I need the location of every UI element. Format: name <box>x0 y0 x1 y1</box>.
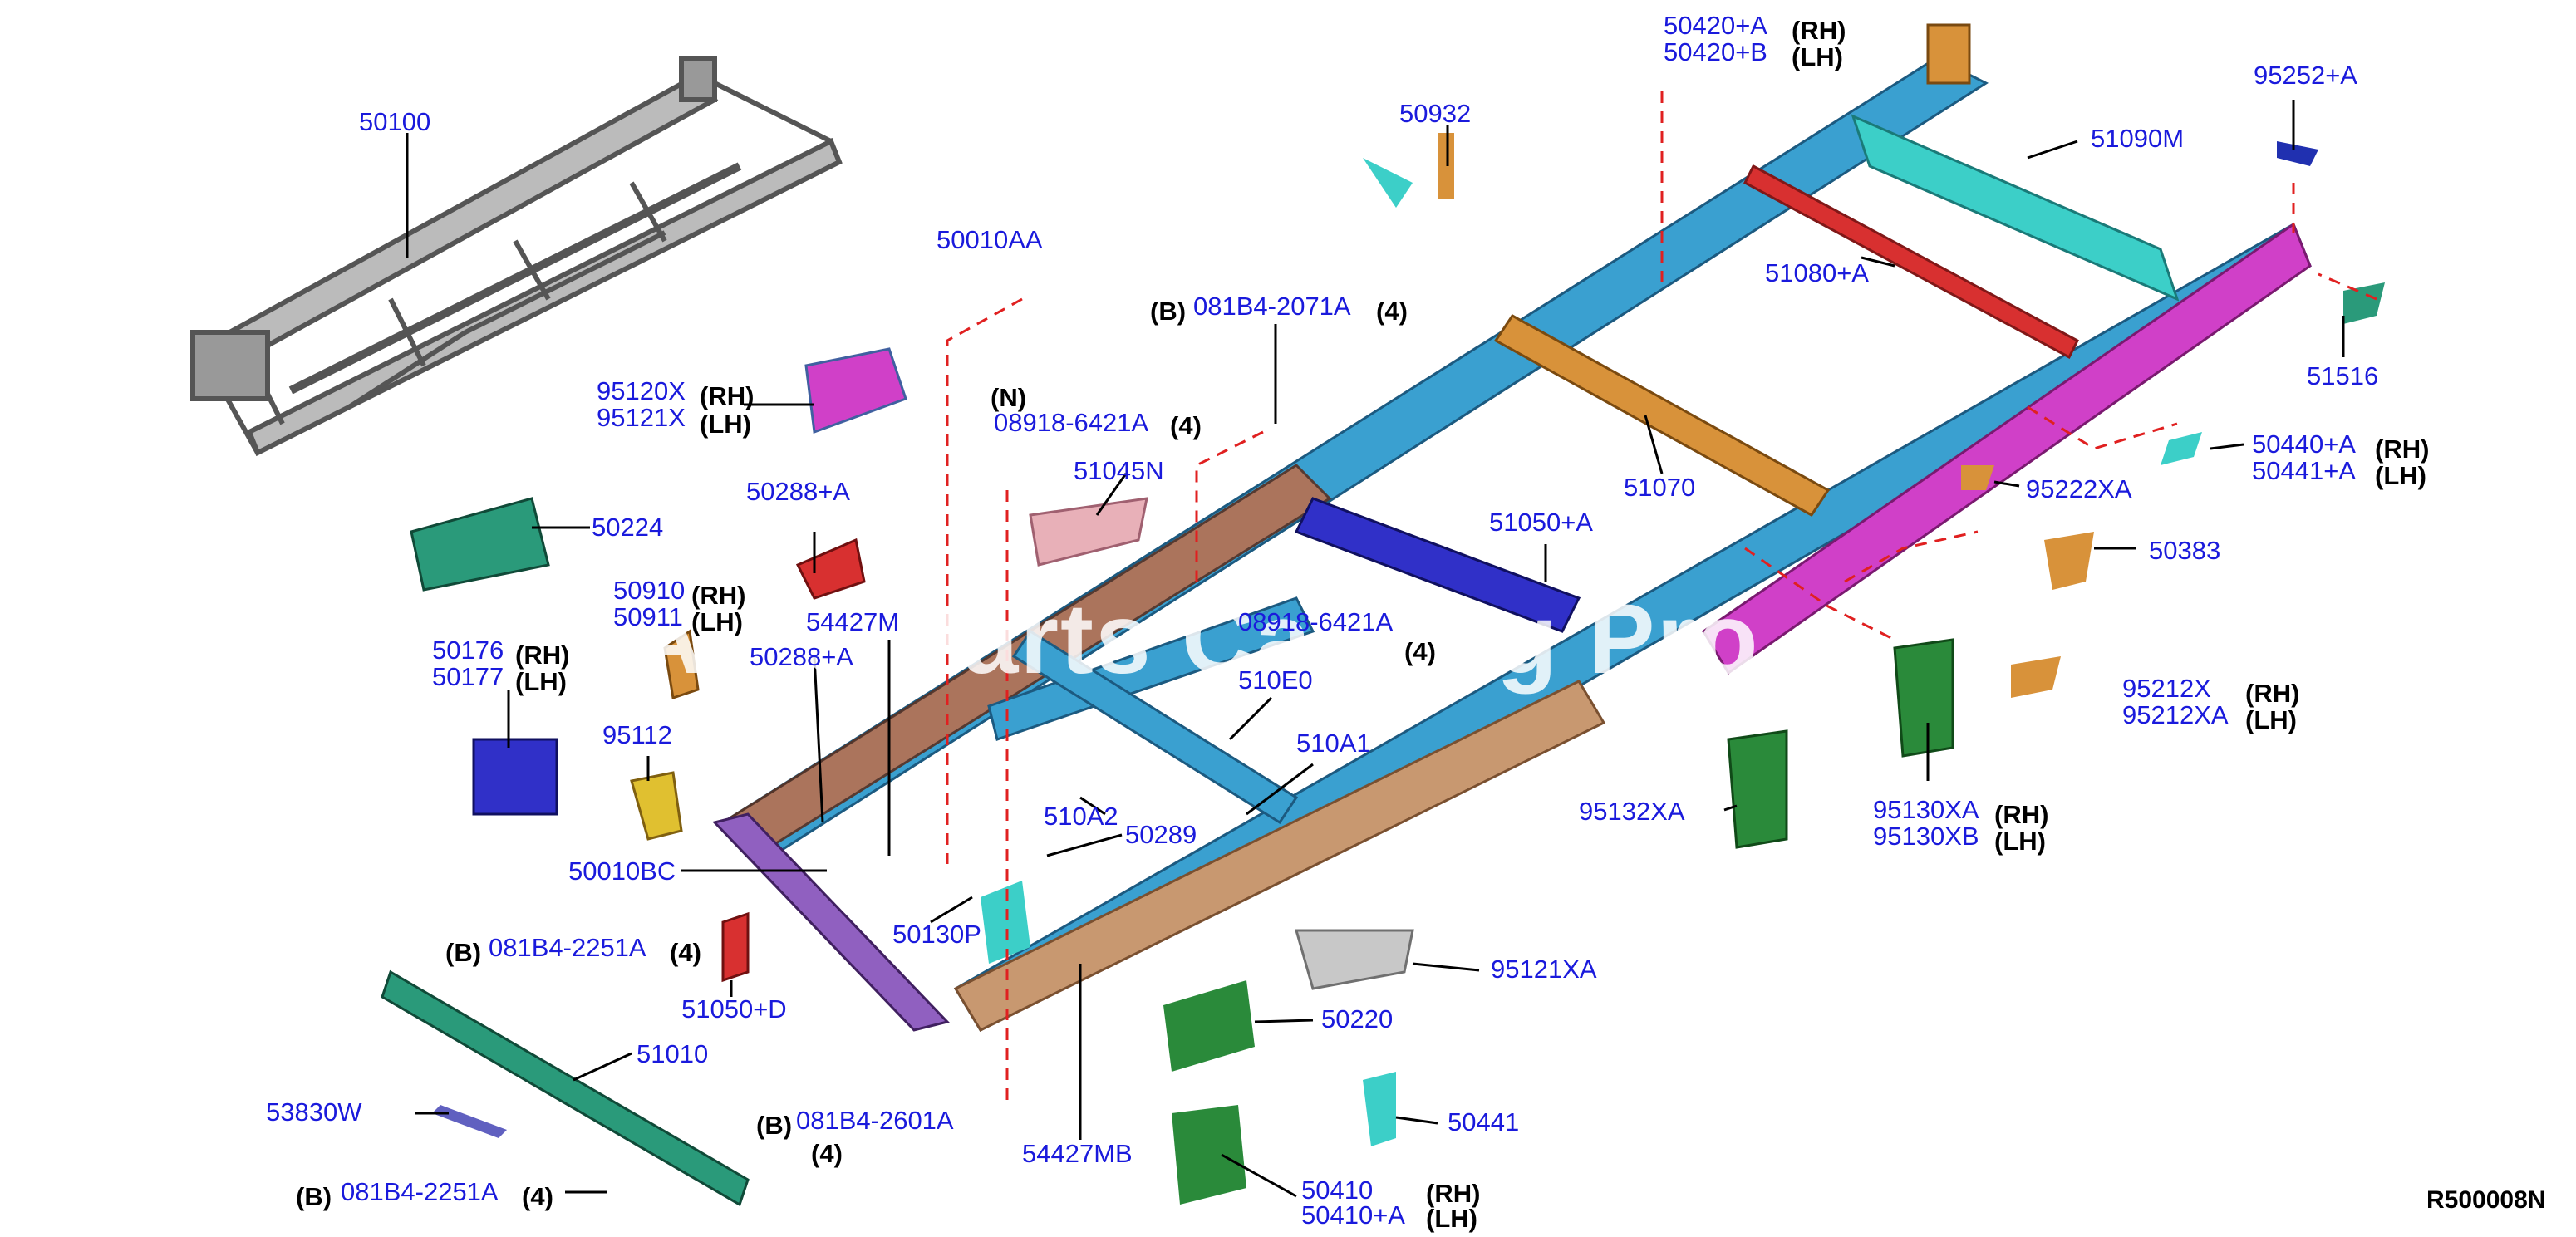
qualifier-rh: (RH) <box>1792 16 1846 45</box>
qualifier-rh: (RH) <box>2245 679 2300 708</box>
label-50224[interactable]: 50224 <box>592 513 664 542</box>
label-50441A[interactable]: 50441+A <box>2252 456 2356 485</box>
label-95132XA[interactable]: 95132XA <box>1579 797 1685 826</box>
label-54427MB[interactable]: 54427MB <box>1022 1139 1133 1168</box>
label-50100[interactable]: 50100 <box>359 107 431 136</box>
label-95121X[interactable]: 95121X <box>597 403 686 432</box>
label-50910[interactable]: 50910 <box>613 576 686 605</box>
label-51080A[interactable]: 51080+A <box>1765 258 1869 287</box>
label-95112[interactable]: 95112 <box>602 720 672 749</box>
label-50010BC[interactable]: 50010BC <box>568 857 676 886</box>
label-51090M[interactable]: 51090M <box>2091 124 2185 153</box>
label-50176[interactable]: 50176 <box>432 636 504 665</box>
label-50220[interactable]: 50220 <box>1321 1004 1394 1033</box>
label-51050A[interactable]: 51050+A <box>1489 508 1593 537</box>
qualifier-lh: (LH) <box>700 410 751 439</box>
watermark-text: Auto Parts Catalog Pro <box>632 583 1760 695</box>
qualifier-qty: (4) <box>670 938 701 967</box>
qualifier-lh: (LH) <box>515 667 567 696</box>
label-08918-6421A[interactable]: 08918-6421A <box>994 408 1149 437</box>
frame-thumbnail <box>190 56 843 457</box>
qualifier-b: (B) <box>296 1182 332 1211</box>
label-50440A[interactable]: 50440+A <box>2252 430 2356 459</box>
qualifier-rh: (RH) <box>700 381 755 410</box>
label-95121XA[interactable]: 95121XA <box>1491 955 1597 984</box>
qualifier-lh: (LH) <box>1792 42 1843 71</box>
qualifier-b: (B) <box>1150 297 1187 326</box>
diagram-reference-code: R500008N <box>2426 1186 2546 1214</box>
qualifier-qty: (4) <box>1170 411 1202 440</box>
label-50383[interactable]: 50383 <box>2149 536 2221 565</box>
label-50911[interactable]: 50911 <box>613 602 683 631</box>
loose-parts <box>381 133 2385 1207</box>
qualifier-lh: (LH) <box>691 607 743 636</box>
label-081B4-2251A-top[interactable]: 081B4-2251A <box>489 933 646 962</box>
label-50932[interactable]: 50932 <box>1399 99 1472 128</box>
label-51045N[interactable]: 51045N <box>1074 456 1164 485</box>
label-50288A[interactable]: 50288+A <box>746 477 850 506</box>
label-50130P[interactable]: 50130P <box>892 920 981 949</box>
qualifier-lh: (LH) <box>2245 705 2297 734</box>
label-510A1[interactable]: 510A1 <box>1296 729 1371 758</box>
label-50288A-mid[interactable]: 50288+A <box>750 642 853 671</box>
label-50410[interactable]: 50410 <box>1301 1176 1374 1205</box>
qualifier-qty: (4) <box>522 1182 553 1211</box>
qualifier-rh: (RH) <box>515 641 570 670</box>
label-081B4-2071A[interactable]: 081B4-2071A <box>1193 292 1351 321</box>
qualifier-n: (N) <box>991 383 1027 412</box>
label-51516[interactable]: 51516 <box>2307 361 2379 390</box>
label-53830W[interactable]: 53830W <box>266 1097 362 1127</box>
label-54427M[interactable]: 54427M <box>806 607 900 636</box>
label-95120X[interactable]: 95120X <box>597 376 686 405</box>
label-081B4-2251A-bottom[interactable]: 081B4-2251A <box>341 1177 499 1206</box>
qualifier-lh: (LH) <box>1994 827 2046 856</box>
label-50441[interactable]: 50441 <box>1448 1107 1520 1136</box>
qualifier-lh: (LH) <box>2375 461 2426 490</box>
label-50420A[interactable]: 50420+A <box>1664 11 1767 40</box>
label-95130XA[interactable]: 95130XA <box>1873 795 1979 824</box>
label-510A2[interactable]: 510A2 <box>1044 802 1118 831</box>
qualifier-b: (B) <box>756 1111 793 1140</box>
label-50420B[interactable]: 50420+B <box>1664 37 1767 66</box>
qualifier-rh: (RH) <box>691 581 746 610</box>
label-50289[interactable]: 50289 <box>1125 820 1197 849</box>
label-51050D[interactable]: 51050+D <box>681 994 787 1023</box>
label-50177[interactable]: 50177 <box>432 662 504 691</box>
qualifier-rh: (RH) <box>1994 800 2049 829</box>
qualifier-qty: (4) <box>811 1139 843 1168</box>
label-081B4-2601A[interactable]: 081B4-2601A <box>796 1106 954 1135</box>
label-510E0[interactable]: 510E0 <box>1238 665 1313 695</box>
label-08918-6421A-mid[interactable]: 08918-6421A <box>1238 607 1394 636</box>
label-51010[interactable]: 51010 <box>637 1039 709 1068</box>
label-95212XA[interactable]: 95212XA <box>2122 700 2229 729</box>
qualifier-rh: (RH) <box>1426 1179 1481 1208</box>
label-95252A[interactable]: 95252+A <box>2254 61 2357 90</box>
main-frame <box>712 23 2312 1033</box>
qualifier-qty: (4) <box>1376 297 1408 326</box>
red-dashed-lines <box>946 91 2377 1105</box>
qualifier-b: (B) <box>445 938 482 967</box>
label-50010AA[interactable]: 50010AA <box>937 225 1043 254</box>
label-95130XB[interactable]: 95130XB <box>1873 822 1979 851</box>
qualifier-qty: (4) <box>1404 637 1436 666</box>
label-95212X[interactable]: 95212X <box>2122 674 2211 703</box>
leader-lines <box>406 100 2345 1198</box>
label-51070[interactable]: 51070 <box>1624 473 1696 502</box>
qualifier-lh: (LH) <box>1426 1204 1477 1233</box>
qualifier-rh: (RH) <box>2375 434 2430 464</box>
label-95222XA[interactable]: 95222XA <box>2026 474 2132 503</box>
label-50410A[interactable]: 50410+A <box>1301 1200 1405 1230</box>
